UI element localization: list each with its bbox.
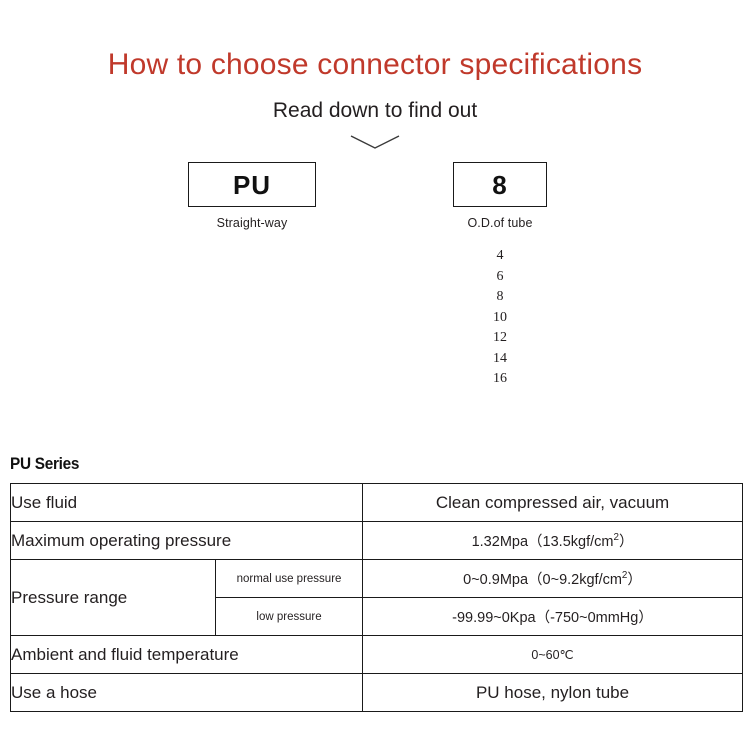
spec-sublabel-normal-use-pressure: normal use pressure (214, 559, 364, 598)
table-row: Pressure range normal use pressure 0~0.9… (10, 559, 744, 636)
page-header: How to choose connector specifications R… (0, 0, 750, 122)
tube-od-option[interactable]: 14 (493, 350, 507, 366)
value-part-paren-open: （13.5kgf/cm (528, 534, 614, 550)
value-part-paren-open: （0~9.2kgf/cm (528, 572, 622, 588)
page-subtitle: Read down to find out (272, 99, 478, 122)
spec-label-use-a-hose: Use a hose (9, 673, 364, 712)
table-row: Maximum operating pressure 1.32Mpa（13.5k… (9, 521, 744, 560)
tube-od-code-box[interactable]: 8 (453, 162, 547, 208)
spec-value-max-operating-pressure: 1.32Mpa（13.5kgf/cm2） (362, 521, 744, 560)
selector-column-tube-od: 8 O.D.of tube 4 6 8 10 12 14 16 (453, 162, 547, 390)
value-part-paren-close: ） (618, 534, 634, 550)
tube-od-option[interactable]: 4 (496, 248, 504, 264)
spec-label-ambient-fluid-temperature: Ambient and fluid temperature (9, 635, 364, 674)
spec-value-normal-use-pressure: 0~0.9Mpa（0~9.2kgf/cm2） (362, 559, 744, 598)
table-row: Ambient and fluid temperature 0~60℃ (9, 635, 744, 674)
tube-od-caption: O.D.of tube (467, 216, 533, 231)
tube-od-option[interactable]: 10 (493, 309, 507, 325)
table-row: Use a hose PU hose, nylon tube (9, 673, 744, 712)
value-part-superscript: 2 (613, 532, 619, 544)
chevron-down-icon (350, 135, 400, 149)
spec-value-ambient-fluid-temperature: 0~60℃ (362, 635, 744, 674)
spec-label-max-operating-pressure: Maximum operating pressure (9, 521, 364, 560)
tube-od-option-list: 4 6 8 10 12 14 16 (453, 230, 547, 390)
selector-column-series: PU Straight-way (188, 162, 316, 230)
spec-value-use-a-hose: PU hose, nylon tube (362, 673, 744, 712)
spec-label-use-fluid: Use fluid (9, 483, 364, 522)
value-part-superscript: 2 (621, 570, 628, 582)
page-title: How to choose connector specifications (107, 48, 643, 81)
spec-value-use-fluid: Clean compressed air, vacuum (362, 483, 744, 522)
series-code-box[interactable]: PU (188, 162, 316, 208)
value-part-paren-close: ） (627, 572, 642, 588)
spec-sublabel-low-pressure: low pressure (214, 597, 364, 636)
tube-od-option[interactable]: 16 (493, 371, 507, 387)
spec-series-title: PU Series (10, 455, 80, 473)
value-part-main: 0~0.9Mpa (463, 572, 529, 588)
spec-table: Use fluid Clean compressed air, vacuum M… (9, 483, 744, 712)
chevron-down-container (0, 132, 750, 158)
tube-od-option[interactable]: 6 (496, 268, 504, 284)
spec-label-pressure-range: Pressure range (10, 559, 216, 636)
spec-table-section: PU Series Use fluid Clean compressed air… (9, 455, 744, 712)
value-part-main: 1.32Mpa (471, 534, 529, 550)
table-row: Use fluid Clean compressed air, vacuum (9, 483, 744, 522)
part-number-selector: PU Straight-way 8 O.D.of tube 4 6 8 10 1… (0, 162, 750, 397)
tube-od-option[interactable]: 12 (493, 330, 507, 346)
tube-od-option[interactable]: 8 (496, 289, 504, 305)
series-code-caption: Straight-way (216, 216, 288, 231)
spec-value-low-pressure: -99.99~0Kpa（-750~0mmHg） (362, 597, 744, 636)
